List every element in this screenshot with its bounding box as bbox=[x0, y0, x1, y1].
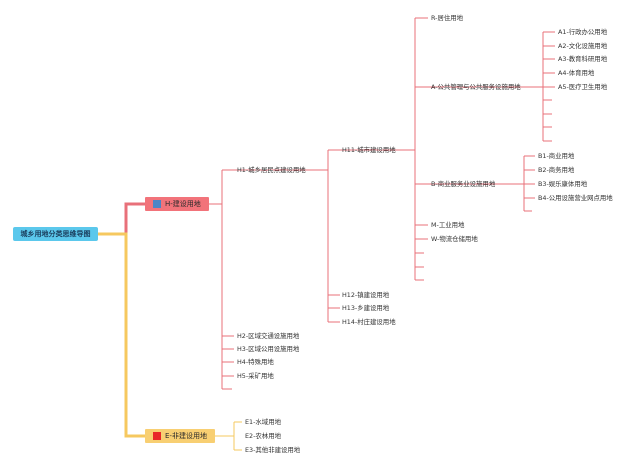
node-h3[interactable]: H3-区域公用设施用地 bbox=[237, 345, 300, 353]
node-h4[interactable]: H4-特殊用地 bbox=[237, 358, 274, 366]
node-h11[interactable]: H11-城市建设用地 bbox=[342, 146, 396, 154]
node-m[interactable]: M-工业用地 bbox=[431, 221, 465, 229]
root-node[interactable]: 城乡用地分类思维导图 bbox=[13, 227, 98, 241]
root-to-h-connector bbox=[96, 202, 147, 236]
node-a[interactable]: A-公共管理与公共服务设施用地 bbox=[431, 83, 521, 91]
branch-e-label: E-非建设用地 bbox=[165, 432, 207, 440]
node-h14[interactable]: H14-村庄建设用地 bbox=[342, 318, 396, 326]
node-a2[interactable]: A2-文化设施用地 bbox=[558, 42, 608, 50]
a-level5-connectors bbox=[526, 31, 555, 142]
branch-h-construction-land[interactable]: H-建设用地 bbox=[145, 197, 209, 211]
node-h2[interactable]: H2-区域交通设施用地 bbox=[237, 332, 300, 340]
root-connectors bbox=[96, 202, 147, 438]
node-e1[interactable]: E1-水域用地 bbox=[245, 418, 281, 426]
red-square-icon bbox=[153, 432, 161, 440]
node-r[interactable]: R-居住用地 bbox=[431, 14, 464, 22]
node-e3[interactable]: E3-其他非建设用地 bbox=[245, 446, 301, 454]
node-w[interactable]: W-物流仓储用地 bbox=[431, 235, 478, 243]
node-b1[interactable]: B1-商业用地 bbox=[538, 152, 575, 160]
node-h5[interactable]: H5-采矿用地 bbox=[237, 372, 274, 380]
node-b4[interactable]: B4-公用设施营业网点用地 bbox=[538, 194, 613, 202]
node-h1[interactable]: H1-城乡居民点建设用地 bbox=[237, 166, 306, 174]
b-level5-connectors bbox=[509, 155, 535, 212]
node-a4[interactable]: A4-体育用地 bbox=[558, 69, 595, 77]
node-b[interactable]: B-商业服务业设施用地 bbox=[431, 180, 496, 188]
blue-square-icon bbox=[153, 200, 161, 208]
node-a1[interactable]: A1-行政办公用地 bbox=[558, 28, 608, 36]
branch-e-non-construction-land[interactable]: E-非建设用地 bbox=[145, 429, 215, 443]
node-h12[interactable]: H12-镇建设用地 bbox=[342, 291, 390, 299]
e-level2-connectors bbox=[215, 421, 242, 451]
node-a3[interactable]: A3-教育科研用地 bbox=[558, 55, 608, 63]
h11-level4-connectors bbox=[397, 17, 526, 281]
node-b3[interactable]: B3-娱乐康体用地 bbox=[538, 180, 588, 188]
branch-h-label: H-建设用地 bbox=[165, 200, 201, 208]
h1-level3-connectors bbox=[319, 149, 397, 323]
node-b2[interactable]: B2-商务用地 bbox=[538, 166, 575, 174]
node-a5[interactable]: A5-医疗卫生用地 bbox=[558, 83, 608, 91]
node-h13[interactable]: H13-乡建设用地 bbox=[342, 304, 390, 312]
h-level2-connectors bbox=[209, 169, 319, 390]
node-e2[interactable]: E2-农林用地 bbox=[245, 432, 281, 440]
root-to-e-connector bbox=[96, 232, 147, 438]
